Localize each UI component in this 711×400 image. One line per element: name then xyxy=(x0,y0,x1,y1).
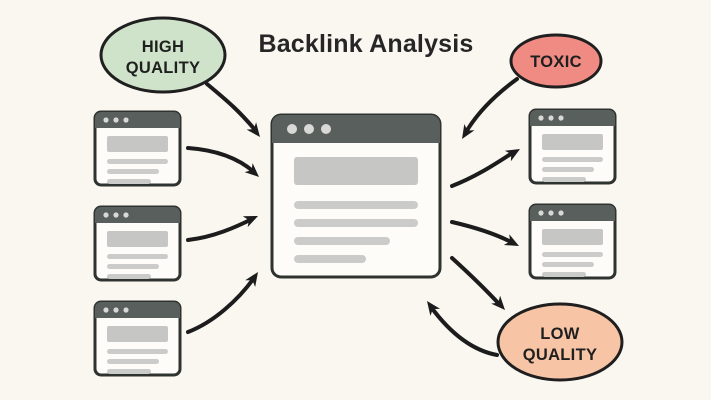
backlink-source-1-thumbnail-block xyxy=(107,136,168,152)
backlink-source-1-text-line-3 xyxy=(107,179,151,184)
badge-low-quality-label-line2: QUALITY xyxy=(523,346,598,364)
arrow-main-to-target1-line xyxy=(450,150,516,188)
backlink-target-1-window-dot-icon-3 xyxy=(558,115,564,121)
arrow-high-quality-to-main-line xyxy=(205,82,258,133)
page-title: Backlink Analysis xyxy=(258,30,473,58)
main-browser-window-content-line-3 xyxy=(294,237,390,245)
arrows-layer xyxy=(186,77,520,357)
backlink-target-1-thumbnail-block xyxy=(542,134,603,150)
arrow-source3-to-main-line xyxy=(186,276,256,334)
arrow-main-to-target2-line xyxy=(450,220,515,245)
arrow-low-quality-to-main xyxy=(427,301,499,357)
main-browser-window-window-dot-icon-1 xyxy=(287,124,297,134)
arrow-main-to-target2 xyxy=(450,220,519,246)
main-browser-window-window-dot-icon-3 xyxy=(321,124,331,134)
badge-low-quality-shape xyxy=(496,302,624,382)
main-browser-window-content-line-2 xyxy=(294,219,418,227)
backlink-source-3-window-dot-icon-2 xyxy=(113,307,119,313)
badge-high-quality-label-line2: QUALITY xyxy=(126,59,201,77)
arrow-main-to-target1 xyxy=(450,149,520,188)
badge-low-quality[interactable]: LOW QUALITY xyxy=(496,302,624,382)
backlink-source-2-text-line-2 xyxy=(107,264,159,269)
main-browser-window-window-dot-icon-2 xyxy=(304,124,314,134)
backlink-source-2-thumbnail-block xyxy=(107,231,168,247)
backlink-source-3-titlebar xyxy=(95,302,180,318)
backlink-target-2-window-dot-icon-3 xyxy=(558,210,564,216)
arrow-high-quality-to-main xyxy=(205,82,260,137)
backlink-target-1-titlebar xyxy=(530,110,615,126)
arrow-high-quality-to-main-head xyxy=(246,122,260,137)
backlink-target-2-thumbnail-block xyxy=(542,229,603,245)
badge-toxic-label: TOXIC xyxy=(530,53,582,71)
backlink-source-3-text-line-2 xyxy=(107,359,159,364)
backlink-target-2-text-line-2 xyxy=(542,262,594,267)
browser-cards-layer xyxy=(93,108,617,377)
arrow-main-to-low-quality-head xyxy=(491,295,505,310)
arrow-main-to-target1-head xyxy=(504,149,520,162)
arrow-toxic-to-main-line xyxy=(464,77,519,134)
arrow-low-quality-to-main-line xyxy=(429,305,499,357)
arrow-source2-to-main-line xyxy=(186,217,254,242)
backlink-target-2-titlebar xyxy=(530,205,615,221)
backlink-source-3-window-dot-icon-3 xyxy=(123,307,129,313)
backlink-source-2-text-line-3 xyxy=(107,274,151,279)
backlink-target-1-window-dot-icon-1 xyxy=(538,115,544,121)
arrow-low-quality-to-main-head xyxy=(427,301,441,316)
main-browser-window-hero-block xyxy=(294,157,418,185)
backlink-source-1-window-dot-icon-2 xyxy=(113,117,119,123)
backlink-target-1-text-line-1 xyxy=(542,157,603,162)
backlink-source-3[interactable] xyxy=(93,300,182,377)
backlink-source-3-window-dot-icon-1 xyxy=(103,307,109,313)
backlink-target-1-text-line-2 xyxy=(542,167,594,172)
backlink-source-3-thumbnail-block xyxy=(107,326,168,342)
backlink-target-1[interactable] xyxy=(528,108,617,185)
arrow-source3-to-main xyxy=(186,272,258,334)
backlink-source-3-text-line-1 xyxy=(107,349,168,354)
backlink-target-2-text-line-1 xyxy=(542,252,603,257)
backlink-target-1-window-dot-icon-2 xyxy=(548,115,554,121)
backlink-source-2-window-dot-icon-1 xyxy=(103,212,109,218)
badge-toxic-shape xyxy=(509,33,603,89)
quality-badges-layer: HIGH QUALITY TOXIC LOW QUALITY xyxy=(99,16,624,382)
badge-low-quality-label: LOW xyxy=(540,325,580,343)
backlink-target-2[interactable] xyxy=(528,203,617,280)
backlink-source-1-text-line-2 xyxy=(107,169,159,174)
backlink-source-3-text-line-3 xyxy=(107,369,151,374)
backlink-source-2-window-dot-icon-3 xyxy=(123,212,129,218)
badge-high-quality-shape xyxy=(99,16,227,94)
arrow-source1-to-main xyxy=(186,146,259,177)
backlink-source-1-titlebar xyxy=(95,112,180,128)
backlink-target-2-window-dot-icon-1 xyxy=(538,210,544,216)
main-browser-window-content-line-1 xyxy=(294,201,418,209)
main-browser-window[interactable] xyxy=(270,113,442,279)
backlink-source-2-titlebar xyxy=(95,207,180,223)
arrow-source3-to-main-head xyxy=(245,272,258,287)
main-browser-window-content-line-4 xyxy=(294,255,366,263)
arrow-main-to-target2-head xyxy=(503,234,519,246)
arrow-toxic-to-main-head xyxy=(462,123,475,139)
badge-high-quality[interactable]: HIGH QUALITY xyxy=(99,16,227,94)
arrow-main-to-low-quality xyxy=(450,256,505,310)
backlink-source-2-text-line-1 xyxy=(107,254,168,259)
arrow-source1-to-main-line xyxy=(186,146,256,174)
backlink-source-1[interactable] xyxy=(93,110,182,187)
badge-high-quality-label: HIGH xyxy=(142,38,184,56)
backlink-source-2-window-dot-icon-2 xyxy=(113,212,119,218)
badge-toxic[interactable]: TOXIC xyxy=(509,33,603,89)
backlink-target-2-window-dot-icon-2 xyxy=(548,210,554,216)
arrow-source1-to-main-head xyxy=(244,163,259,177)
backlink-source-1-window-dot-icon-1 xyxy=(103,117,109,123)
backlink-source-2[interactable] xyxy=(93,205,182,282)
arrow-source2-to-main xyxy=(186,216,258,242)
arrow-toxic-to-main xyxy=(462,77,519,139)
backlink-source-1-text-line-1 xyxy=(107,159,168,164)
arrow-main-to-low-quality-line xyxy=(450,256,502,307)
backlink-target-1-text-line-3 xyxy=(542,177,586,182)
main-browser-window-titlebar xyxy=(272,115,440,143)
backlink-target-2-text-line-3 xyxy=(542,272,586,277)
backlink-source-1-window-dot-icon-3 xyxy=(123,117,129,123)
arrow-source2-to-main-head xyxy=(242,216,258,228)
